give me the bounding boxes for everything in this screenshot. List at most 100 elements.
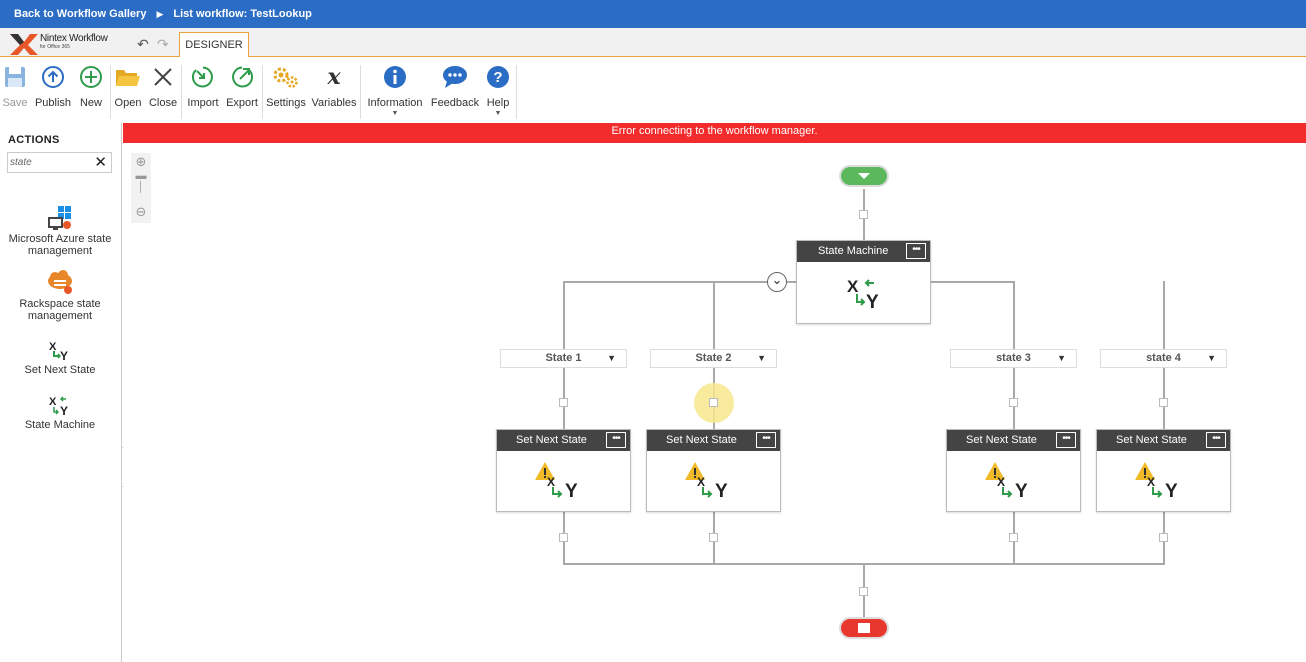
export-icon [227,63,257,91]
drop-point[interactable] [1009,398,1018,407]
collapse-branches-icon[interactable]: ⌄ [767,272,787,292]
workflow-canvas[interactable]: Error connecting to the workflow manager… [123,123,1306,662]
connector-line [1163,281,1165,565]
end-node[interactable] [839,617,889,639]
information-button[interactable]: Information ▼ [366,63,424,117]
help-dropdown-icon: ▼ [494,110,502,117]
save-button[interactable]: Save [0,63,30,109]
drop-point[interactable] [1009,533,1018,542]
state-selector[interactable]: State 1 ▼ [500,349,627,368]
state-selector[interactable]: State 2 ▼ [650,349,777,368]
tab-strip: Nintex Workflow for Office 365 ↶ ↷ DESIG… [0,28,1306,58]
svg-text:Y: Y [1165,481,1178,500]
new-label: New [79,97,102,109]
chevron-down-icon: ▼ [1207,353,1216,363]
svg-text:X: X [49,341,57,353]
back-to-gallery-link[interactable]: Back to Workflow Gallery [14,8,147,20]
drop-point[interactable] [859,587,868,596]
action-rackspace-state[interactable]: Rackspace state management [0,270,120,322]
ribbon-divider [110,65,111,119]
help-button[interactable]: ? Help ▼ [484,63,512,117]
tab-designer[interactable]: DESIGNER [179,32,249,58]
action-label: Set Next State [24,364,96,376]
brand-subtitle: for Office 365 [40,44,70,50]
drop-point[interactable] [559,533,568,542]
action-menu-button[interactable]: ••• [756,432,776,448]
nintex-logo: Nintex Workflow for Office 365 [8,31,118,55]
export-label: Export [226,97,258,109]
feedback-icon [440,63,470,91]
clear-search-icon[interactable]: ✕ [94,154,107,171]
zoom-slider[interactable]: ▬ [135,170,147,182]
publish-label: Publish [34,97,72,109]
action-title: Set Next State [1116,434,1187,446]
svg-text:X: X [997,475,1005,489]
svg-text:X: X [697,475,705,489]
connector-line [1013,281,1015,565]
drop-point[interactable] [859,210,868,219]
variables-button[interactable]: x Variables [311,63,357,109]
drop-point[interactable] [1159,398,1168,407]
action-azure-state[interactable]: Microsoft Azure state management [0,205,120,257]
feedback-button[interactable]: Feedback [430,63,480,109]
open-button[interactable]: Open [113,63,143,109]
ribbon-divider [360,65,361,119]
drop-point[interactable] [709,533,718,542]
settings-button[interactable]: Settings [265,63,307,109]
actions-panel: ACTIONS ✕ Microsoft Azure state manageme… [0,123,122,662]
svg-text:Y: Y [1015,481,1028,500]
svg-text:?: ? [493,69,502,86]
action-menu-button[interactable]: ••• [606,432,626,448]
zoom-out-icon[interactable]: ⊖ [135,204,147,219]
close-icon [148,63,178,91]
redo-icon[interactable]: ↷ [157,36,169,52]
action-menu-button[interactable]: ••• [906,243,926,259]
drop-point[interactable] [709,398,718,407]
drop-point[interactable] [1159,533,1168,542]
state-selector[interactable]: state 3 ▼ [950,349,1077,368]
ribbon-divider [181,65,182,119]
azure-state-icon [0,205,120,231]
publish-button[interactable]: Publish [35,63,71,109]
ribbon-divider [516,65,517,119]
information-label: Information [367,97,423,109]
undo-icon[interactable]: ↶ [137,36,149,52]
new-icon [76,63,106,91]
action-menu-button[interactable]: ••• [1206,432,1226,448]
start-node[interactable] [839,165,889,187]
toolbar-ribbon: Save Publish New Open Close Import [0,57,1306,123]
svg-text:Y: Y [60,349,68,362]
drop-point[interactable] [559,398,568,407]
list-workflow-label[interactable]: List workflow: TestLookup [173,8,312,20]
svg-text:X: X [49,396,57,408]
action-title: Set Next State [516,434,587,446]
action-menu-button[interactable]: ••• [1056,432,1076,448]
export-button[interactable]: Export [224,63,260,109]
chevron-down-icon: ▼ [1057,353,1066,363]
svg-text:X: X [547,475,555,489]
zoom-in-icon[interactable]: ⊕ [135,154,147,169]
help-icon: ? [483,63,513,91]
feedback-label: Feedback [430,97,480,109]
import-label: Import [187,97,219,109]
settings-icon [271,63,301,91]
action-search-input[interactable] [10,155,90,170]
import-icon [188,63,218,91]
open-label: Open [114,97,142,109]
information-icon [380,63,410,91]
new-button[interactable]: New [77,63,105,109]
import-button[interactable]: Import [185,63,221,109]
brand-name: Nintex Workflow [40,33,108,44]
state-selector[interactable]: state 4 ▼ [1100,349,1227,368]
close-button[interactable]: Close [148,63,178,109]
